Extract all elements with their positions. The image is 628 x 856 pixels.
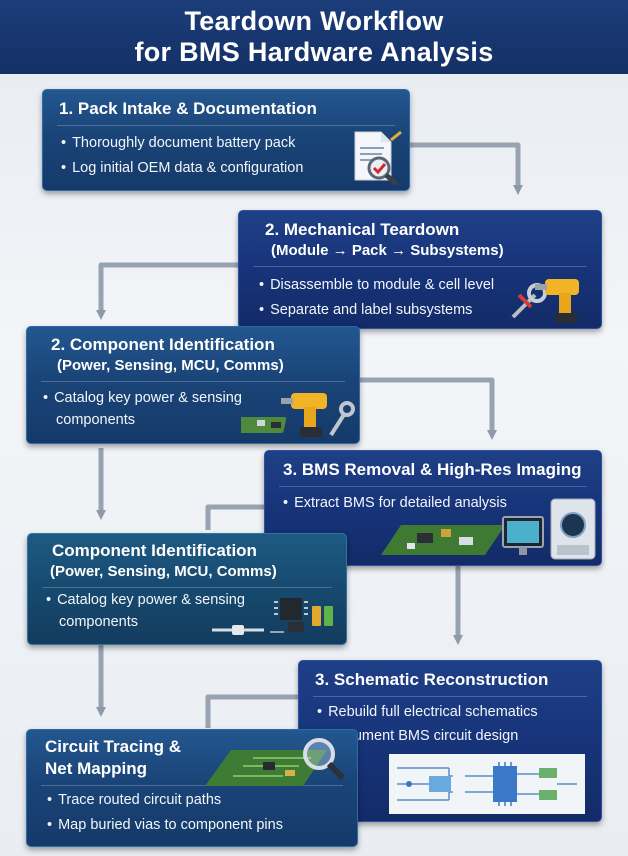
divider (41, 381, 345, 382)
arrow-step2-step3 (96, 262, 238, 320)
drill-and-board-icon (241, 393, 355, 437)
step-subtitle: (Power, Sensing, MCU, Comms) (57, 357, 284, 374)
step-bullet: Disassemble to module & cell level (259, 277, 494, 293)
step-bullet-continuation: components (59, 614, 138, 630)
arrow-step3-step4 (358, 377, 497, 440)
step-title-line2: Net Mapping (45, 759, 147, 778)
pcb-magnifier-icon (205, 738, 346, 786)
step-bullet: Thoroughly document battery pack (61, 135, 295, 151)
step-title: 2. Component Identification (51, 335, 275, 354)
drill-and-tools-icon (511, 279, 579, 323)
step-card-circuit-tracing[interactable]: Circuit Tracing & Net Mapping Trace rout… (26, 729, 358, 847)
step-title-line1: Circuit Tracing & (45, 737, 182, 756)
step-bullet: Trace routed circuit paths (47, 792, 221, 808)
step-bullet-continuation: components (56, 412, 135, 428)
header-banner: Teardown Workflow for BMS Hardware Analy… (0, 0, 628, 74)
step-title: 3. BMS Removal & High-Res Imaging (283, 460, 582, 479)
schematic-diagram-icon (389, 754, 585, 814)
step-card-component-identification-1[interactable]: 2. Component Identification (Power, Sens… (26, 326, 360, 444)
arrow-step1-step2 (408, 142, 523, 195)
page-title-line2: for BMS Hardware Analysis (134, 37, 494, 67)
document-checklist-icon (354, 130, 402, 186)
step-title: Component Identification (52, 541, 257, 560)
divider (57, 125, 395, 126)
step-subtitle: (Power, Sensing, MCU, Comms) (50, 563, 277, 580)
electronic-components-icon (212, 598, 333, 635)
arrow-step6-step7 (205, 694, 298, 728)
divider (42, 587, 332, 588)
step-bullet: Separate and label subsystems (259, 302, 472, 318)
step-title: 2. Mechanical Teardown (265, 220, 460, 239)
step-bullet: Rebuild full electrical schematics (317, 704, 538, 720)
step-card-pack-intake[interactable]: 1. Pack Intake & Documentation Thoroughl… (42, 89, 410, 191)
step-bullet: Log initial OEM data & configuration (61, 160, 303, 176)
pcb-microscope-icon (381, 498, 596, 560)
step-bullet: Catalog key power & sensing (43, 390, 242, 406)
step-bullet: Document BMS circuit design (317, 728, 518, 744)
step-bullet: Extract BMS for detailed analysis (283, 495, 507, 511)
divider (253, 266, 587, 267)
arrow-step4-step5 (205, 504, 264, 530)
step-card-component-identification-2[interactable]: Component Identification (Power, Sensing… (27, 533, 347, 645)
divider (279, 486, 587, 487)
step-bullet: Catalog key power & sensing (46, 592, 245, 608)
step-title: 1. Pack Intake & Documentation (59, 99, 317, 118)
step-subtitle: (Module → Pack → Subsystems) (271, 242, 504, 259)
step-bullet: Map buried vias to component pins (47, 817, 283, 833)
step-card-mechanical-teardown[interactable]: 2. Mechanical Teardown (Module → Pack → … (238, 210, 602, 329)
divider (41, 785, 343, 786)
page-title-line1: Teardown Workflow (184, 6, 444, 36)
step-title: 3. Schematic Reconstruction (315, 670, 549, 689)
divider (313, 696, 587, 697)
